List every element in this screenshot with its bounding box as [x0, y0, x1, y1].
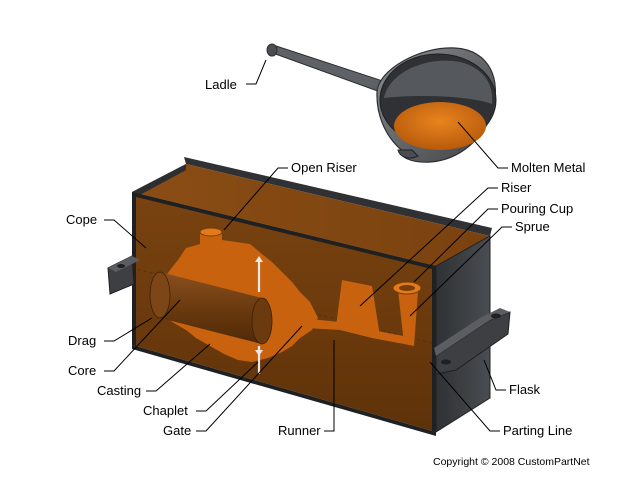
ladle-spout [397, 149, 419, 159]
flask-left-pin [117, 264, 125, 268]
leader-runner [324, 340, 335, 432]
pouring-cup-hole [399, 285, 415, 291]
leader-core [104, 299, 181, 372]
leader-parting-line [429, 361, 500, 432]
sand-top-face [132, 164, 490, 266]
flask-right-lug-top [434, 308, 510, 356]
chaplet-top-tip [255, 256, 263, 262]
ladle-inner-wall [384, 60, 493, 104]
leader-cope [104, 219, 147, 249]
core-right-end [251, 297, 273, 345]
label-open-riser: Open Riser [291, 160, 357, 175]
label-runner: Runner [278, 423, 321, 438]
leader-gate [196, 325, 303, 432]
label-ladle: Ladle [205, 77, 237, 92]
chaplets [255, 256, 263, 374]
leader-ladle [246, 59, 267, 85]
label-cope: Cope [66, 212, 97, 227]
leader-molten-metal [457, 121, 508, 169]
label-riser: Riser [501, 180, 532, 195]
chaplet-bottom-tip [255, 350, 263, 356]
label-core: Core [68, 363, 96, 378]
label-pouring-cup: Pouring Cup [501, 201, 573, 216]
open-riser-top [199, 227, 223, 237]
label-gate: Gate [163, 423, 191, 438]
core-body [160, 272, 262, 344]
flask-left-lug-top [108, 256, 140, 272]
core-left-end [149, 271, 171, 319]
label-parting-line: Parting Line [503, 423, 572, 438]
label-sprue: Sprue [515, 219, 550, 234]
leader-drag [104, 317, 153, 342]
ladle-handle [269, 45, 393, 95]
leader-sprue [409, 226, 512, 317]
core [149, 271, 273, 345]
labels: Ladle Molten Metal Open Riser Riser Pour… [66, 77, 590, 468]
flask-front-rim-top [132, 192, 436, 270]
open-riser-cavity [200, 232, 222, 250]
ladle-molten-metal [394, 102, 486, 150]
flask-front-rim-right [432, 265, 436, 432]
leader-riser [359, 187, 498, 307]
label-chaplet: Chaplet [143, 403, 188, 418]
ladle-handle-end [266, 43, 278, 57]
sprue-cavity [398, 290, 418, 346]
label-casting: Casting [97, 383, 141, 398]
leader-lines [104, 59, 512, 432]
label-flask: Flask [509, 382, 541, 397]
label-molten-metal: Molten Metal [511, 160, 586, 175]
leader-flask [483, 359, 506, 391]
flask-right-pin [491, 313, 501, 319]
flask-top-frame [184, 157, 492, 236]
riser-cavity [336, 280, 380, 336]
leader-chaplet [196, 361, 259, 412]
leader-pouring-cup [413, 208, 498, 283]
runner [300, 318, 404, 344]
leader-casting [146, 343, 211, 392]
ladle [266, 43, 497, 163]
copyright-notice: Copyright © 2008 CustomPartNet [433, 456, 590, 468]
flask-right-pin-front [441, 359, 451, 365]
label-drag: Drag [68, 333, 96, 348]
leader-open-riser [223, 167, 288, 231]
flask-front-rim-bottom [132, 345, 436, 436]
